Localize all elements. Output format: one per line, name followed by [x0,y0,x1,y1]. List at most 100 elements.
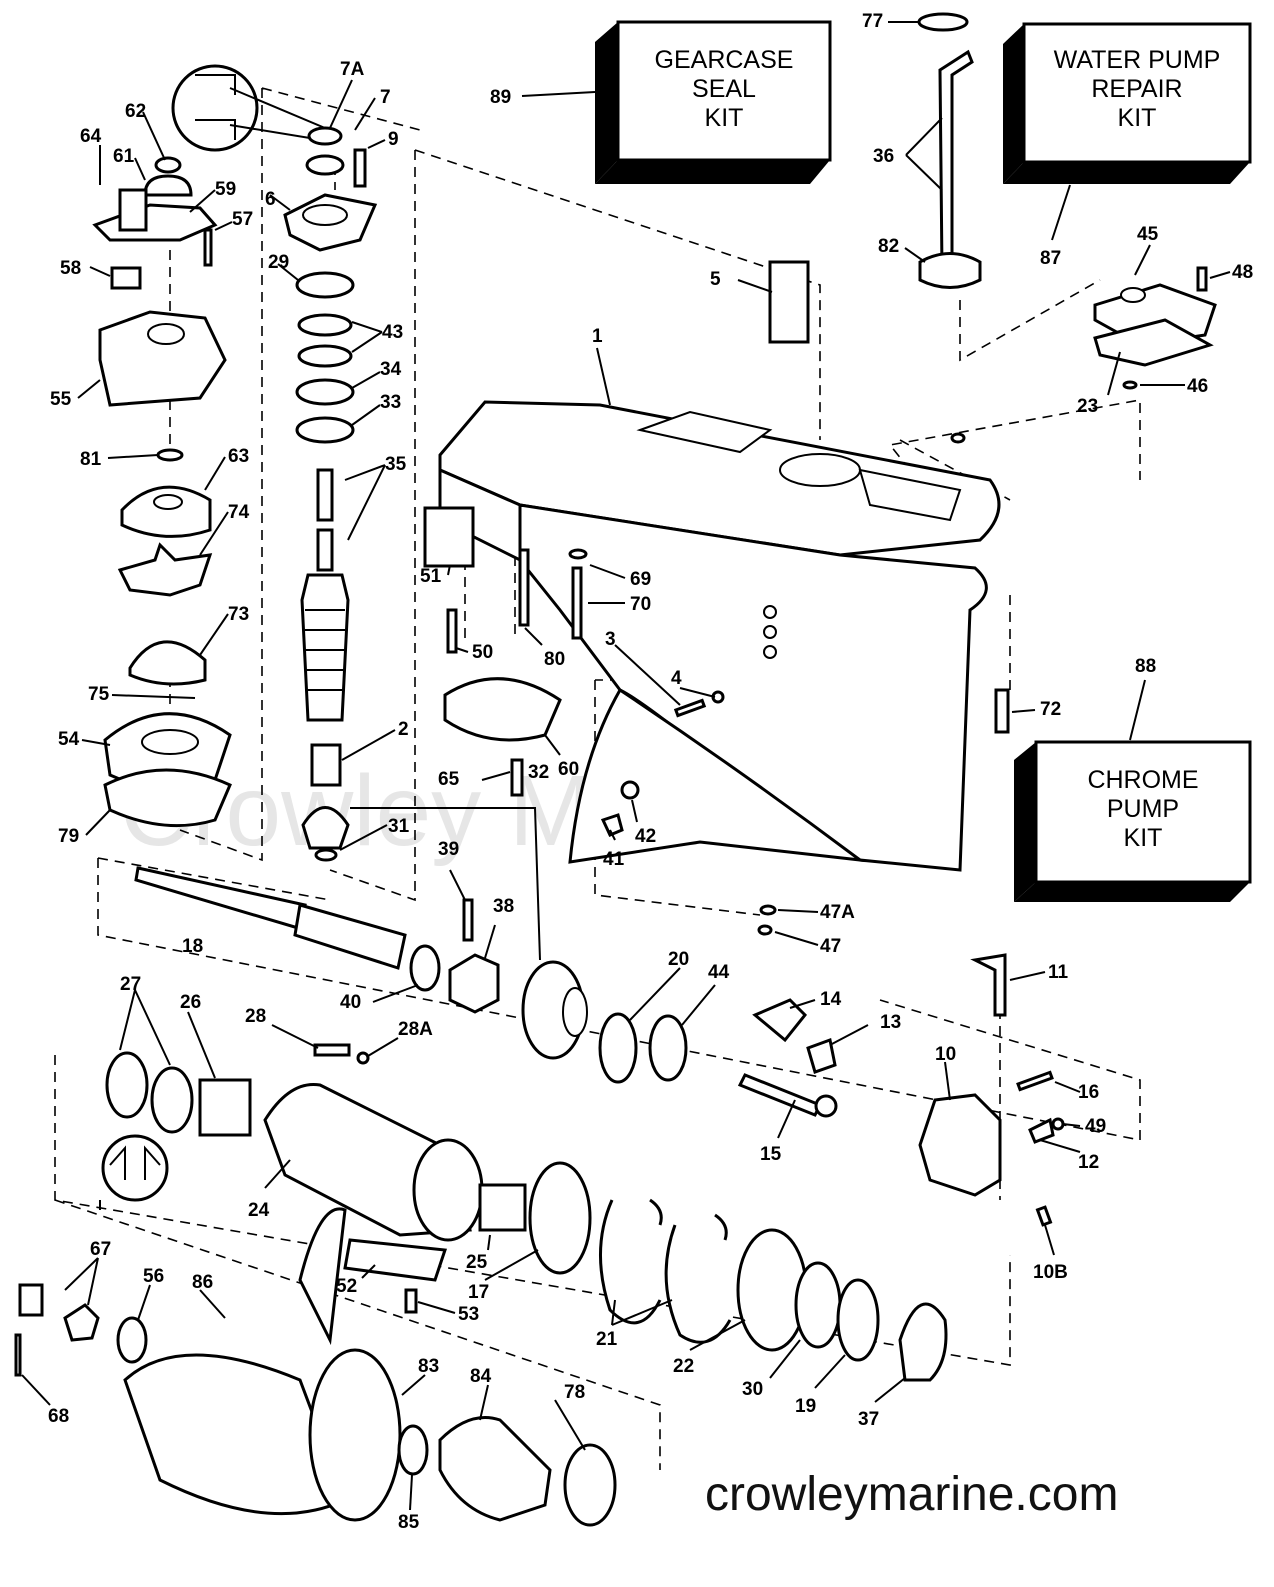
chrome-pump-kit-box: CHROME PUMP KIT [1014,740,1252,902]
kit-title-line: REPAIR [1091,75,1182,103]
part-label: 37 [858,1409,879,1430]
part-label: 50 [472,642,493,663]
part-label: 61 [113,146,135,167]
part-label: 32 [528,762,549,783]
part-label: 64 [80,126,102,147]
kit-title-line: KIT [705,104,744,132]
part-label: 47A [820,902,855,923]
part-label: 6 [265,189,276,210]
driveshaft-column-parts [283,126,378,862]
part-label: 24 [248,1200,270,1221]
propshaft-gear-parts [134,866,1065,1227]
part-label: 14 [820,989,842,1010]
part-label: 7 [380,87,391,108]
part-label: 30 [742,1379,763,1400]
part-label: 48 [1232,262,1253,283]
part-label: 10 [935,1044,956,1065]
part-label: 86 [192,1272,213,1293]
kit-title-line: KIT [1124,824,1163,852]
kit-title-line: KIT [1118,104,1157,132]
part-label: 20 [668,949,689,970]
part-label: 16 [1078,1082,1099,1103]
part-label: 40 [340,992,361,1013]
part-label: 63 [228,446,249,467]
part-label: 25 [466,1252,488,1273]
part-label: 17 [468,1282,489,1303]
part-label: 27 [120,974,141,995]
part-label: 46 [1187,376,1208,397]
part-label: 58 [60,258,81,279]
part-label: 12 [1078,1152,1099,1173]
part-label: 55 [50,389,72,410]
kit-number-label: 87 [1040,248,1061,269]
part-label: 67 [90,1239,111,1260]
part-label: 18 [182,936,203,957]
part-label: 33 [380,392,401,413]
part-label: 9 [388,129,399,150]
kit-title-line: CHROME [1087,766,1198,794]
part-label: 39 [438,839,459,860]
part-label: 60 [558,759,579,780]
kit-title-line: PUMP [1107,795,1179,823]
part-label: 11 [1048,962,1069,983]
part-label: 2 [398,719,409,740]
leader-lines [21,21,1231,1511]
part-label: 41 [603,849,625,870]
gearcase-housing [438,400,1001,872]
part-label: 82 [878,236,899,257]
part-label: 26 [180,992,201,1013]
part-label: 84 [470,1366,492,1387]
part-label: 10B [1033,1262,1068,1283]
part-label: 15 [760,1144,782,1165]
kit-title-line: SEAL [692,75,756,103]
part-label: 81 [80,449,102,470]
part-label: 36 [873,146,894,167]
part-label: 74 [228,502,250,523]
part-label: 5 [710,269,721,290]
part-label: 83 [418,1356,439,1377]
water-pump-parts [92,64,326,828]
part-label: 80 [544,649,565,670]
website-text: crowleymarine.com [705,1468,1118,1521]
part-label: 51 [420,566,442,587]
part-label: 54 [58,729,80,750]
part-label: 7A [340,59,365,80]
part-label: 79 [58,826,79,847]
part-label: 4 [671,668,682,689]
part-label: 28A [398,1019,433,1040]
part-label: 34 [380,359,402,380]
part-label: 59 [215,179,236,200]
kit-number-label: 89 [490,87,511,108]
part-label: 69 [630,569,651,590]
part-label: 22 [673,1356,694,1377]
part-label: 72 [1040,699,1061,720]
part-label: 13 [880,1012,901,1033]
part-label: 78 [564,1382,585,1403]
pump-cover-parts [423,12,1217,936]
propeller-assembly [14,1207,617,1527]
part-label: 73 [228,604,249,625]
part-label: 47 [820,936,841,957]
kit-title-line: WATER PUMP [1054,46,1221,74]
part-label: 21 [596,1329,618,1350]
part-label: 49 [1085,1116,1106,1137]
part-label: 43 [382,322,403,343]
part-number-labels: 1 2 3 4 5 6 7 7A 9 10 10B 11 12 13 14 15… [48,11,1253,1533]
part-label: 31 [388,816,410,837]
part-label: 53 [458,1304,479,1325]
kit-title-line: GEARCASE [655,46,794,74]
part-label: 62 [125,101,146,122]
part-label: 70 [630,594,651,615]
part-label: 23 [1077,396,1098,417]
part-label: 3 [605,629,616,650]
water-pump-repair-kit-box: WATER PUMP REPAIR KIT [1003,22,1252,184]
part-label: 42 [635,826,656,847]
part-label: 57 [232,209,253,230]
gearcase-seal-kit-box: GEARCASE SEAL KIT [595,20,832,184]
part-label: 35 [385,454,407,475]
part-label: 45 [1137,224,1159,245]
part-label: 38 [493,896,514,917]
part-label: 68 [48,1406,69,1427]
part-label: 65 [438,769,460,790]
